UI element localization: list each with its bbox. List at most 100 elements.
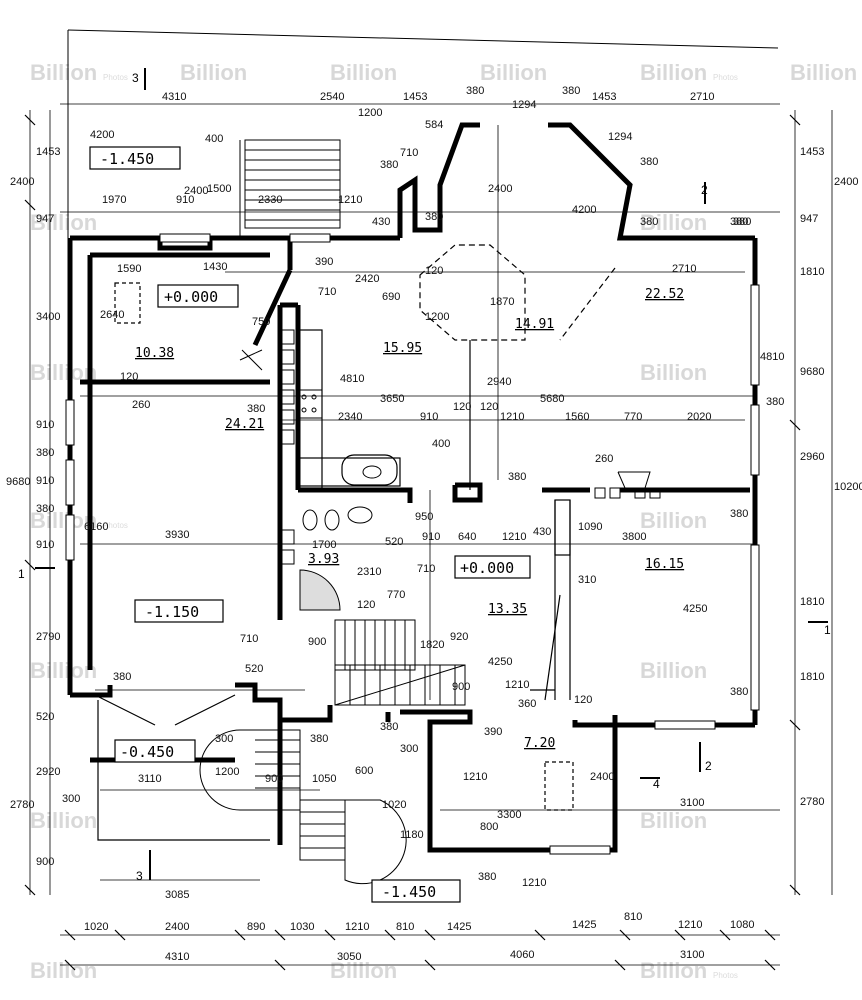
dim-label: 4200 bbox=[572, 204, 596, 216]
watermark-text: Billion bbox=[640, 808, 707, 833]
dim-label: 520 bbox=[36, 711, 54, 723]
dim-label: 1210 bbox=[463, 771, 487, 783]
level-box bbox=[454, 555, 531, 579]
dim-label: 1210 bbox=[522, 877, 546, 889]
fixtures bbox=[239, 329, 661, 611]
level-box bbox=[134, 599, 224, 623]
dim-label: 1050 bbox=[312, 773, 336, 785]
dim-label: 9680 bbox=[6, 476, 30, 488]
watermark-text: Billion bbox=[330, 60, 397, 85]
dim-label: 2400 bbox=[10, 176, 34, 188]
watermark-sub: Photos bbox=[713, 971, 738, 980]
watermark-sub: Photos bbox=[713, 73, 738, 82]
dim-label: 770 bbox=[624, 411, 642, 423]
dim-label: 1700 bbox=[312, 539, 336, 551]
dim-label: 2400 bbox=[834, 176, 858, 188]
dim-label: 400 bbox=[432, 438, 450, 450]
watermark-text: Billion bbox=[30, 508, 97, 533]
dim-label: 2780 bbox=[10, 799, 34, 811]
dim-label: 10200 bbox=[834, 481, 862, 493]
dim-label: 3050 bbox=[337, 951, 361, 963]
dim-label: 380 bbox=[113, 671, 131, 683]
dim-label: 380 bbox=[36, 447, 54, 459]
dim-label: 4250 bbox=[683, 603, 707, 615]
section-label: 2 bbox=[705, 759, 712, 773]
dim-label: 3930 bbox=[165, 529, 189, 541]
watermark-sub: Photos bbox=[103, 73, 128, 82]
dim-label: 120 bbox=[357, 599, 375, 611]
dim-label: 430 bbox=[372, 216, 390, 228]
dim-label: 1090 bbox=[578, 521, 602, 533]
dim-label: 947 bbox=[36, 213, 54, 225]
watermark-text: Billion bbox=[30, 210, 97, 235]
dim-label: 1970 bbox=[102, 194, 126, 206]
dim-label: 910 bbox=[176, 194, 194, 206]
level-basement: -1.150 bbox=[145, 603, 199, 621]
dim-label: 1430 bbox=[203, 261, 227, 273]
dim-label: 1500 bbox=[207, 183, 231, 195]
dim-label: 2420 bbox=[355, 273, 379, 285]
dim-label: 1453 bbox=[592, 91, 616, 103]
dim-label: 310 bbox=[578, 574, 596, 586]
dim-label: 4200 bbox=[90, 129, 114, 141]
watermark: Billion Billion Billion Billion Billion … bbox=[30, 60, 857, 983]
dim-label: 1294 bbox=[608, 131, 632, 143]
dim-label: 520 bbox=[385, 536, 403, 548]
dim-label: 2330 bbox=[258, 194, 282, 206]
stairs bbox=[199, 139, 466, 885]
dim-label: 3085 bbox=[165, 889, 189, 901]
level-markers: -1.450 +0.000 +0.000 -1.150 -0.450 -1.45… bbox=[89, 146, 531, 903]
dim-label: 1180 bbox=[400, 829, 424, 841]
dim-label: 380 bbox=[730, 686, 748, 698]
room-area: 16.15 bbox=[645, 557, 684, 572]
dim-label: 380 bbox=[247, 403, 265, 415]
dim-label: 1210 bbox=[338, 194, 362, 206]
section-label: 3 bbox=[132, 71, 139, 85]
dim-label: 1080 bbox=[730, 919, 754, 931]
dim-label: 360 bbox=[518, 698, 536, 710]
dim-label: 950 bbox=[415, 511, 433, 523]
watermark-text: Billion bbox=[640, 958, 707, 983]
dim-label: 2310 bbox=[357, 566, 381, 578]
dim-label: 910 bbox=[36, 475, 54, 487]
dim-label: 910 bbox=[422, 531, 440, 543]
frame bbox=[67, 29, 779, 240]
dim-label: 380 bbox=[466, 85, 484, 97]
dim-label: 770 bbox=[387, 589, 405, 601]
watermark-text: Billion bbox=[30, 60, 97, 85]
dim-label: 3100 bbox=[680, 797, 704, 809]
dim-label: 890 bbox=[247, 921, 265, 933]
dim-label: 6160 bbox=[84, 521, 108, 533]
dim-label: 120 bbox=[425, 265, 443, 277]
level-box bbox=[157, 284, 239, 308]
dim-label: 380 bbox=[310, 733, 328, 745]
windows bbox=[65, 233, 760, 855]
section-label: 2 bbox=[701, 183, 708, 197]
dim-label: 1200 bbox=[215, 766, 239, 778]
dim-label: 2960 bbox=[800, 451, 824, 463]
dim-label: 400 bbox=[205, 133, 223, 145]
dim-label: 120 bbox=[480, 401, 498, 413]
dim-label: 1200 bbox=[425, 311, 449, 323]
watermark-text: Billion bbox=[330, 958, 397, 983]
level-box bbox=[89, 146, 181, 170]
dim-label: 380 bbox=[730, 216, 748, 228]
dim-label: 1810 bbox=[800, 596, 824, 608]
dim-label: 300 bbox=[62, 793, 80, 805]
dim-label: 1210 bbox=[500, 411, 524, 423]
dim-label: 300 bbox=[400, 743, 418, 755]
dim-label: 4310 bbox=[162, 91, 186, 103]
dim-label: 120 bbox=[574, 694, 592, 706]
watermark-text: Billion bbox=[30, 958, 97, 983]
dim-label: 2340 bbox=[338, 411, 362, 423]
section-label: 1 bbox=[18, 567, 25, 581]
room-area: 13.35 bbox=[488, 602, 527, 617]
dim-label: 380 bbox=[380, 159, 398, 171]
dim-label: 2020 bbox=[687, 411, 711, 423]
section-label: 3 bbox=[136, 869, 143, 883]
dim-label: 3800 bbox=[622, 531, 646, 543]
watermark-text: Billion bbox=[640, 60, 707, 85]
level-hall: +0.000 bbox=[164, 288, 218, 306]
room-area: 3.93 bbox=[308, 552, 339, 567]
